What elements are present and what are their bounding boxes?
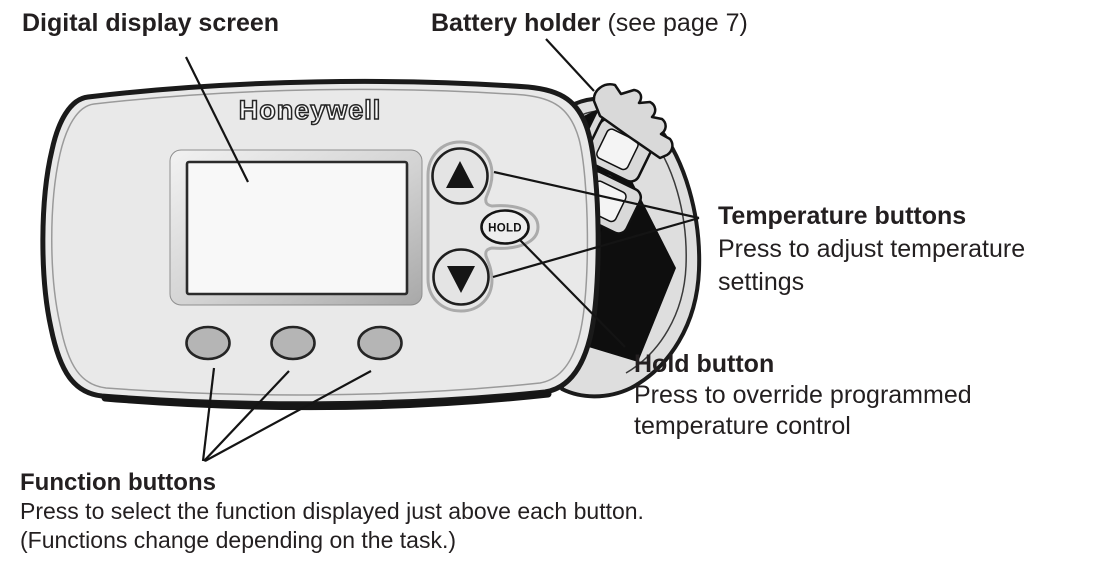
function-button-2: [270, 325, 316, 361]
function-callout-desc-2: (Functions change depending on the task.…: [20, 527, 457, 553]
temperature-callout: Temperature buttons Press to adjust temp…: [718, 200, 1025, 299]
display-screen: [185, 160, 409, 296]
function-callout: Function buttons Press to select the fun…: [20, 468, 644, 555]
battery-callout: Battery holder (see page 7): [431, 8, 748, 38]
function-callout-line-3: [204, 370, 372, 462]
battery-callout-title: Battery holder: [431, 9, 601, 37]
callout-lines: [185, 38, 700, 462]
hold-callout-title: Hold button: [634, 350, 775, 378]
function-callout-title: Function buttons: [20, 469, 216, 496]
hold-callout-desc-1: Press to override programmed: [634, 381, 972, 409]
up-arrow-icon: [446, 161, 474, 188]
function-button-1: [185, 325, 231, 361]
display-callout: Digital display screen: [22, 8, 279, 38]
display-callout-title: Digital display screen: [22, 9, 280, 37]
temperature-callout-line-upper: [493, 170, 700, 220]
honeywell-logo: Honeywell: [239, 95, 382, 125]
hold-button-label: HOLD: [488, 223, 522, 235]
function-callout-line-1: [201, 367, 216, 462]
down-arrow-icon: [447, 266, 475, 293]
display-callout-line: [185, 56, 249, 183]
faceplate-bezel-line: [51, 88, 589, 396]
temperature-callout-desc-1: Press to adjust temperature: [718, 235, 1026, 263]
thermostat-faceplate: Honeywell HOLD: [40, 78, 601, 411]
function-callout-desc-1: Press to select the function displayed j…: [20, 498, 644, 524]
faceplate-bottom-shadow: [101, 390, 552, 411]
battery-callout-line: [545, 38, 595, 92]
hold-callout-line: [518, 238, 626, 348]
temperature-callout-line-lower: [492, 216, 700, 279]
hold-callout: Hold button Press to override programmed…: [634, 349, 972, 442]
battery-callout-note: (see page 7): [607, 9, 748, 37]
function-button-3: [357, 325, 403, 361]
temperature-callout-desc-2: settings: [718, 268, 805, 296]
hold-button: [480, 209, 530, 245]
hold-callout-desc-2: temperature control: [634, 412, 851, 440]
function-callout-line-2: [203, 370, 290, 462]
temperature-callout-title: Temperature buttons: [718, 202, 967, 230]
battery-holder-clip: [592, 83, 674, 160]
